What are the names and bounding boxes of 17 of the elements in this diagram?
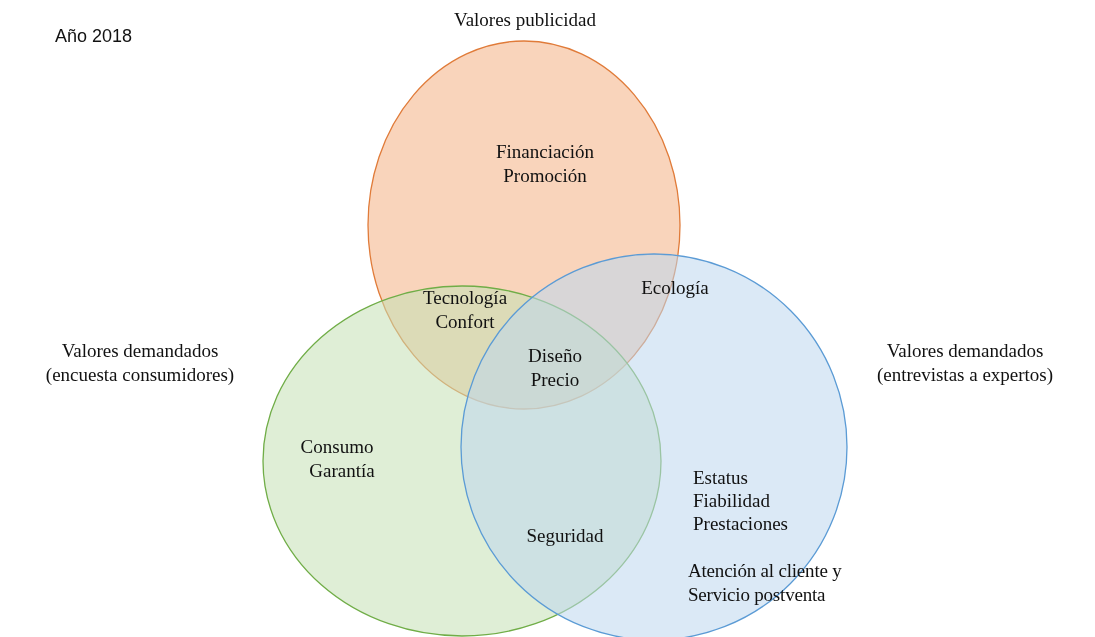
overlap-text: Seguridad bbox=[526, 524, 604, 548]
region-text: Financiación bbox=[495, 140, 595, 164]
overlap-text: Precio bbox=[530, 368, 580, 392]
circle-heading: Valores publicidad bbox=[454, 8, 596, 32]
region-text: Consumo bbox=[300, 435, 374, 459]
region-text: Prestaciones bbox=[693, 512, 788, 536]
circle-heading: Valores demandados (entrevistas a expertos) bbox=[875, 339, 1055, 387]
title: Año 2018 bbox=[55, 25, 133, 48]
region-text: Promoción bbox=[503, 164, 587, 188]
overlap-text: Confort bbox=[435, 310, 495, 334]
circle-heading: Valores demandados (encuesta consumidores) bbox=[44, 339, 236, 387]
overlap-text: Ecología bbox=[641, 276, 709, 300]
region-text: Estatus bbox=[693, 466, 748, 490]
overlap-text: Tecnología bbox=[422, 286, 508, 310]
region-text: Fiabilidad bbox=[693, 489, 771, 513]
overlap-text: Diseño bbox=[528, 344, 582, 368]
region-text: Garantía bbox=[309, 459, 375, 483]
